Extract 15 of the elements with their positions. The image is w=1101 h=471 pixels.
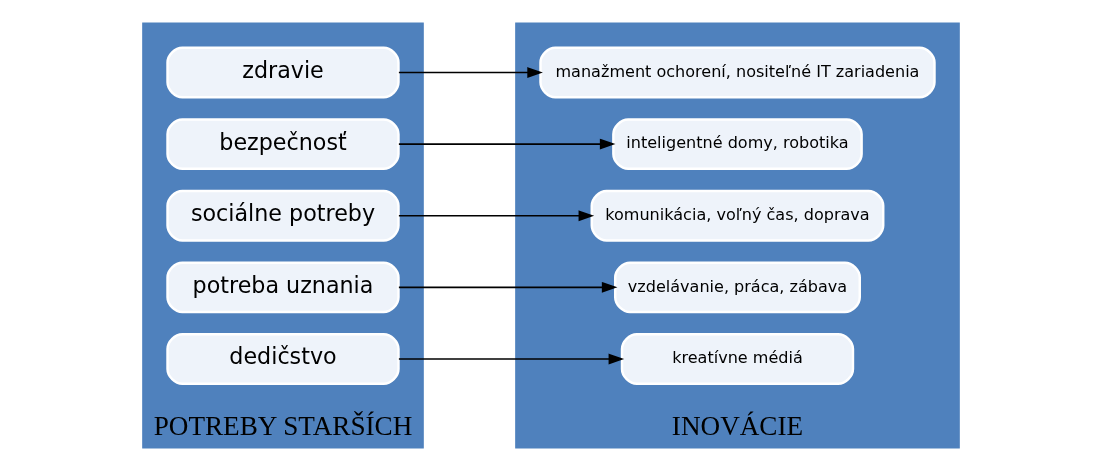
node-box: kreatívne médiá xyxy=(620,333,854,385)
node-box: inteligentné domy, robotika xyxy=(611,118,863,171)
arrow xyxy=(397,210,594,222)
node-box: zdravie xyxy=(165,46,400,99)
arrow xyxy=(397,353,624,365)
node-box: dedičstvo xyxy=(165,333,400,385)
arrow xyxy=(397,67,543,78)
node-box: potreba uznania xyxy=(165,261,400,314)
node-box: bezpečnosť xyxy=(165,118,400,171)
node-box: manažment ochorení, nositeľné IT zariadenia xyxy=(538,46,936,99)
arrow xyxy=(397,138,615,150)
node-box: komunikácia, voľný čas, doprava xyxy=(590,189,884,242)
node-box: sociálne potreby xyxy=(165,189,400,242)
arrow xyxy=(397,281,617,293)
node-box: vzdelávanie, práca, zábava xyxy=(613,261,861,314)
